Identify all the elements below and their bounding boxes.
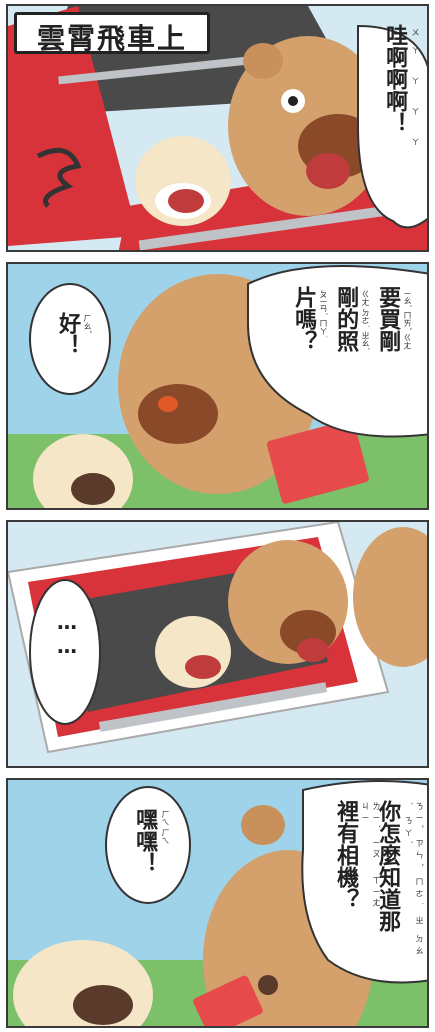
comic-panel-4: 你怎麼知道那 裡有相機？ ㄋㄧˇ ㄗㄣˇ ㄇㄜ˙ ㄓ ㄉㄠˋ ㄋㄚˋ ㄌㄧˇ ㄧ… <box>6 778 429 1028</box>
bopomofo-col-1: ㄧㄠˋ ㄇㄞˇ ㄍㄤ <box>403 290 412 350</box>
speech-col-2: 裡有相機？ <box>333 800 359 910</box>
comic-panel-2: 要買剛 剛的照 片嗎？ ㄧㄠˋ ㄇㄞˇ ㄍㄤ ㄍㄤ ㄉㄜ˙ ㄓㄠˋ ㄆㄧㄢˋ ㄇ… <box>6 262 429 510</box>
speech-col-1: 要買剛 <box>375 286 401 352</box>
speech-col-2: 剛的照 <box>333 286 359 352</box>
panel-3-art <box>8 522 427 766</box>
panel-1-art <box>8 6 427 250</box>
speech-left: 好！ <box>55 312 81 356</box>
panel-4-art <box>8 780 427 1026</box>
caption-text: 雲霄飛車上 <box>36 22 187 55</box>
bopomofo-left: ㄏㄠˇ <box>83 314 92 334</box>
location-caption: 雲霄飛車上 <box>14 12 210 55</box>
speech-col-1: 你怎麼知道那 <box>375 800 401 932</box>
photo-card <box>193 975 263 1026</box>
speech-col-3: 片嗎？ <box>291 286 317 352</box>
speech-ellipsis: …… <box>55 610 79 658</box>
panel-2-art <box>8 264 427 508</box>
bopomofo-left: ㄏㄟ ㄏㄟ <box>161 810 170 845</box>
comic-panel-1: 雲霄飛車上 哇啊啊啊！ ㄨㄚ ㄚ ㄚ ㄚ <box>6 4 429 252</box>
comic-panel-3: …… <box>6 520 429 768</box>
bopomofo-col-1: ㄋㄧˇ ㄗㄣˇ ㄇㄜ˙ ㄓ ㄉㄠˋ ㄋㄚˋ <box>404 802 424 959</box>
bopomofo-col-2: ㄌㄧˇ ㄧㄡˇ ㄒㄧㄤ ㄐㄧ <box>361 802 381 911</box>
white-bear <box>155 616 231 688</box>
speech-left: 嘿嘿！ <box>132 808 158 874</box>
speech-text-scream: 哇啊啊啊！ <box>382 24 408 134</box>
bopomofo-col-3: ㄆㄧㄢˋ ㄇㄚ˙ <box>319 290 328 339</box>
photo-card <box>266 419 369 504</box>
bopomofo-col-2: ㄍㄤ ㄉㄜ˙ ㄓㄠˋ <box>361 290 370 352</box>
bopomofo-scream: ㄨㄚ ㄚ ㄚ ㄚ <box>411 28 420 156</box>
